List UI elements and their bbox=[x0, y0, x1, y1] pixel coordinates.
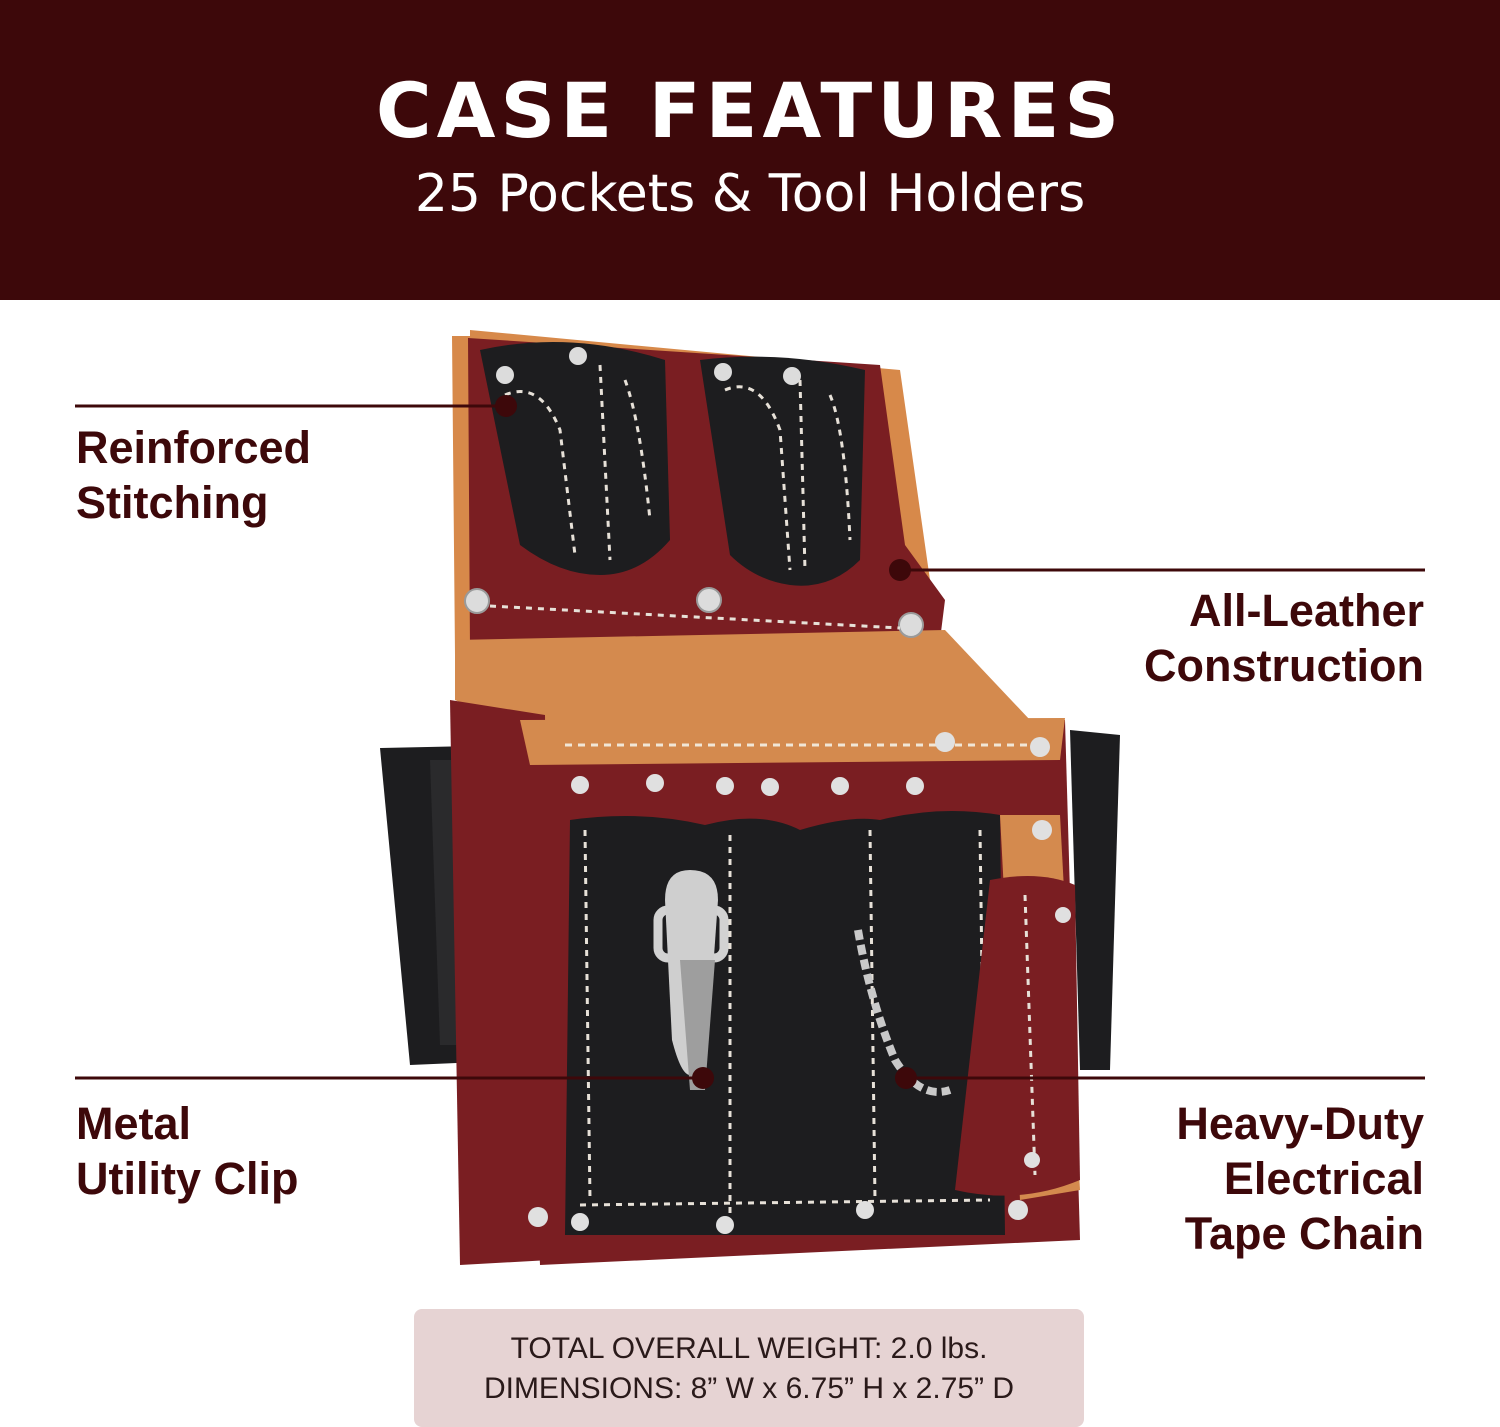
callout-line: Tape Chain bbox=[1184, 1208, 1424, 1259]
callout-line: Metal bbox=[76, 1098, 192, 1149]
dimensions-text: DIMENSIONS: 8” W x 6.75” H x 2.75” D bbox=[483, 1372, 1015, 1405]
callout-metal-utility-clip: Metal Utility Clip bbox=[76, 1096, 299, 1206]
header-banner: CASE FEATURES 25 Pockets & Tool Holders bbox=[0, 0, 1500, 300]
weight-text: TOTAL OVERALL WEIGHT: 2.0 lbs. bbox=[510, 1332, 988, 1365]
callout-line: Stitching bbox=[76, 477, 269, 528]
callout-all-leather-construction: All-Leather Construction bbox=[1144, 583, 1424, 693]
callout-reinforced-stitching: Reinforced Stitching bbox=[76, 420, 311, 530]
callout-line: Electrical bbox=[1223, 1153, 1424, 1204]
callout-line: Utility Clip bbox=[76, 1153, 299, 1204]
specs-box: TOTAL OVERALL WEIGHT: 2.0 lbs. DIMENSION… bbox=[414, 1309, 1084, 1427]
callout-line: Construction bbox=[1144, 640, 1424, 691]
callout-line: All-Leather bbox=[1188, 585, 1424, 636]
tool-pouch-illustration bbox=[75, 330, 1425, 1265]
callout-line: Heavy-Duty bbox=[1176, 1098, 1424, 1149]
page-subtitle: 25 Pockets & Tool Holders bbox=[414, 164, 1086, 224]
callout-line: Reinforced bbox=[76, 422, 312, 473]
page-title: CASE FEATURES bbox=[375, 66, 1125, 155]
callout-tape-chain: Heavy-Duty Electrical Tape Chain bbox=[1176, 1096, 1424, 1261]
